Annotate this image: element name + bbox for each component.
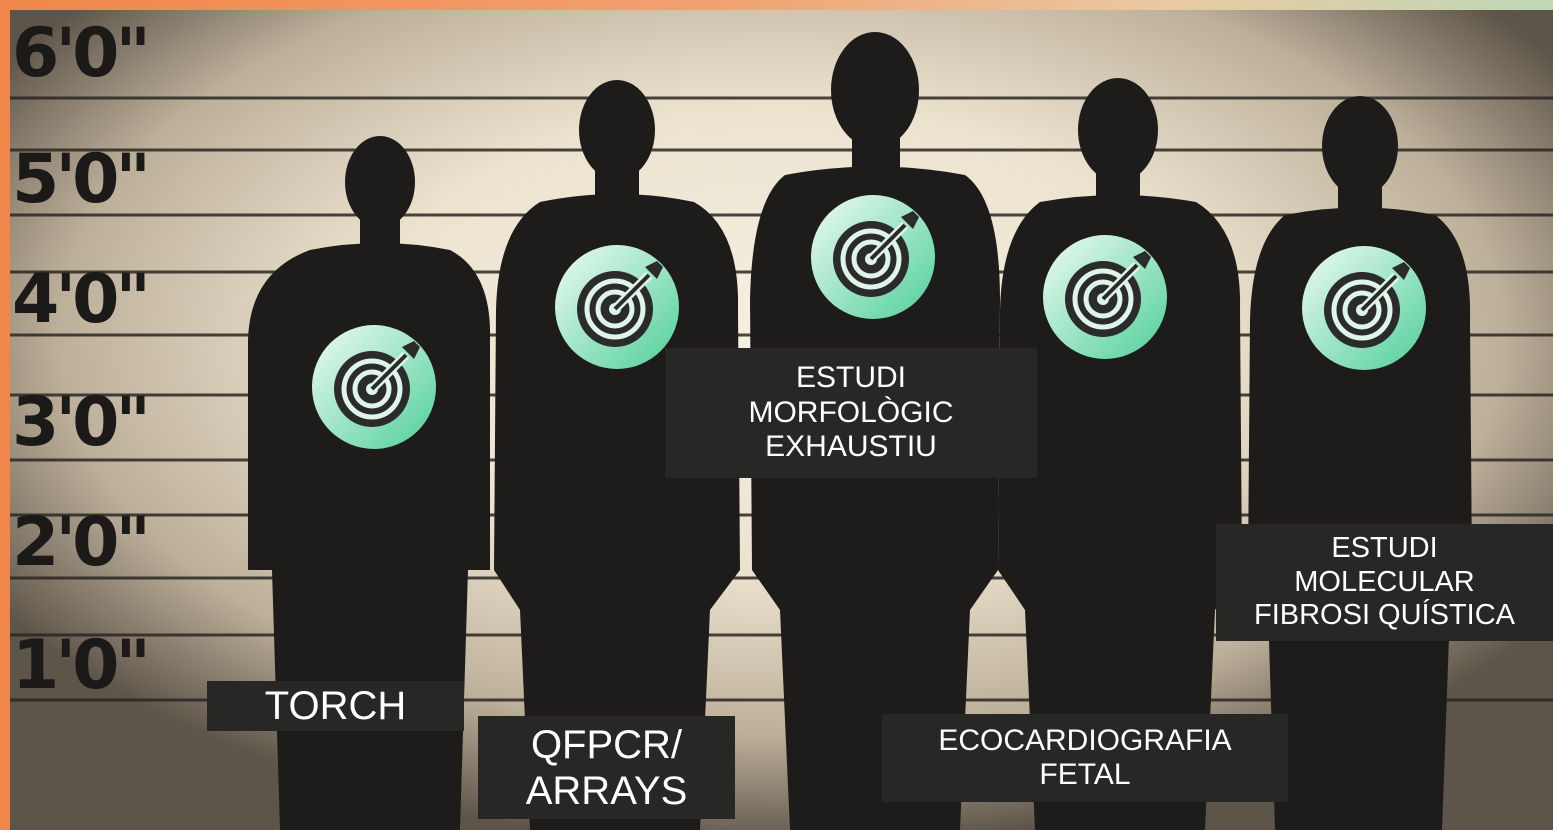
ruler-mark-6: 6'0" xyxy=(12,14,147,93)
label-estudi-morfologic: ESTUDI MORFOLÒGIC EXHAUSTIU xyxy=(665,348,1037,478)
target-arrow-icon xyxy=(555,245,679,369)
label-qfpcr-line-2: ARRAYS xyxy=(525,768,688,813)
label-torch-line-1: TORCH xyxy=(264,684,407,728)
silhouette-person-3 xyxy=(750,32,1000,830)
target-arrow-icon xyxy=(1302,246,1426,370)
label-ecocardiografia: ECOCARDIOGRAFIA FETAL xyxy=(882,714,1288,802)
silhouette-person-5 xyxy=(1248,96,1472,830)
label-ecocardio-line-1: ECOCARDIOGRAFIA xyxy=(938,723,1232,757)
target-arrow-icon xyxy=(312,325,436,449)
label-morfologic-line-1: ESTUDI xyxy=(795,361,906,395)
ruler-mark-2: 2'0" xyxy=(12,503,147,582)
label-qfpcr-line-1: QFPCR/ xyxy=(530,722,683,767)
target-arrow-icon xyxy=(1043,235,1167,359)
label-estudi-molecular: ESTUDI MOLECULAR FIBROSI QUÍSTICA xyxy=(1216,524,1553,641)
silhouette-person-4 xyxy=(998,78,1242,830)
label-molecular-line-3: FIBROSI QUÍSTICA xyxy=(1253,599,1516,632)
ruler-mark-4: 4'0" xyxy=(12,260,147,339)
label-morfologic-line-3: EXHAUSTIU xyxy=(765,430,937,464)
label-morfologic-line-2: MORFOLÒGIC xyxy=(748,395,954,429)
label-qfpcr-arrays: QFPCR/ ARRAYS xyxy=(478,716,735,819)
label-torch: TORCH xyxy=(207,681,464,731)
label-molecular-line-1: ESTUDI xyxy=(1331,532,1438,565)
ruler-mark-1: 1'0" xyxy=(12,626,147,705)
label-molecular-line-2: MOLECULAR xyxy=(1294,565,1475,598)
target-arrow-icon xyxy=(811,195,935,319)
label-ecocardio-line-2: FETAL xyxy=(1039,758,1131,791)
ruler-mark-3: 3'0" xyxy=(12,383,147,462)
ruler-mark-5: 5'0" xyxy=(12,140,147,219)
